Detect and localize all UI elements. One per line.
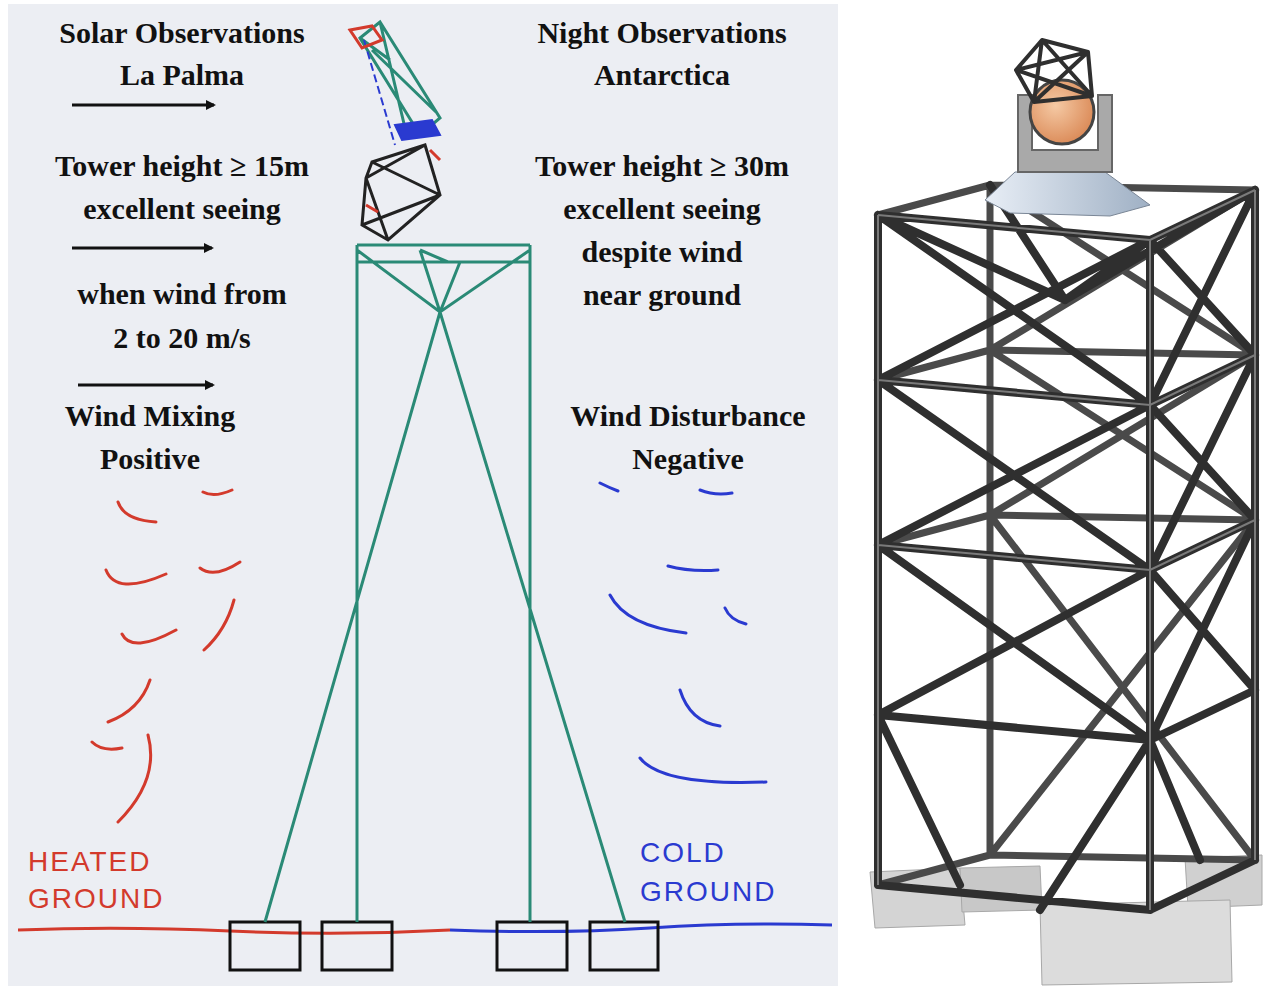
tower-frame xyxy=(265,245,625,922)
annotation-text: Tower height ≥ 30m excellent seeing desp… xyxy=(535,144,789,316)
foundation-block xyxy=(497,922,567,970)
tower-render xyxy=(870,40,1262,985)
sketch-paper xyxy=(8,4,838,986)
concrete-block xyxy=(960,866,1042,912)
annotation-text: Night Observations Antarctica xyxy=(537,12,786,96)
wind-arrow xyxy=(78,384,213,387)
optical-axis xyxy=(364,40,395,145)
annotation-text: Solar Observations La Palma xyxy=(59,12,304,96)
mount-bearing xyxy=(366,150,440,212)
cold-disturbance xyxy=(600,483,766,783)
annotation-text: when wind from 2 to 20 m/s xyxy=(77,272,287,360)
telescope-pedestal xyxy=(985,172,1150,216)
cold-ground-line xyxy=(450,924,832,932)
warm-turbulence xyxy=(92,490,240,822)
ground-label: HEATED GROUND xyxy=(28,843,164,917)
wind-arrow xyxy=(72,247,212,250)
annotation-text: Wind Disturbance Negative xyxy=(570,394,805,480)
foundation-block xyxy=(230,922,300,970)
heated-ground-line xyxy=(18,928,450,933)
frame-highlight xyxy=(878,190,1255,910)
mount-frame xyxy=(362,145,440,240)
annotation-text: Tower height ≥ 15m excellent seeing xyxy=(55,144,309,230)
annotation-text: Wind Mixing Positive xyxy=(65,394,235,480)
foundation-block xyxy=(590,922,658,970)
foundation-blocks xyxy=(230,922,658,970)
telescope-truss xyxy=(1016,40,1092,102)
foundation-block xyxy=(322,922,392,970)
telescope-tube-truss xyxy=(360,22,440,135)
secondary-mirror xyxy=(350,26,382,48)
front-frame xyxy=(878,185,1255,910)
ground-label: COLD GROUND xyxy=(640,833,776,911)
primary-mirror xyxy=(395,120,440,140)
concrete-block xyxy=(1040,900,1232,985)
wind-arrow xyxy=(72,104,214,107)
